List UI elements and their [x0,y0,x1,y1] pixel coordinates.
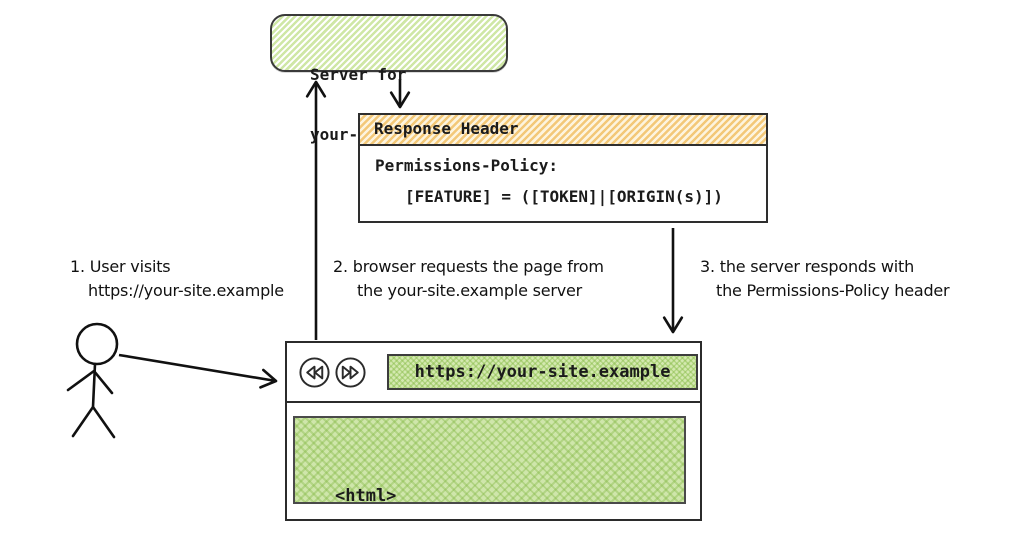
permissions-policy-line: Permissions-Policy: [375,156,559,175]
step3-line2: the Permissions-Policy header [716,281,950,300]
step3-label: 3. the server responds with the Permissi… [700,255,950,303]
forward-button [335,356,366,388]
browser-toolbar: https://your-site.example [287,343,700,403]
step3-line1: 3. the server responds with [700,257,915,276]
feature-token-line: [FEATURE] = ([TOKEN]|[ORIGIN(s)]) [405,187,723,206]
page-code-line1: <html> [335,486,397,506]
back-button [299,356,330,388]
url-text: https://your-site.example [414,362,671,382]
stick-figure-user [66,322,119,439]
user-head [75,322,119,366]
browser-window: https://your-site.example <html> // your… [285,341,702,521]
response-header-box: Response Header Permissions-Policy: [FEA… [358,113,768,223]
step1-label: 1. User visits https://your-site.example [70,255,284,303]
server-box: Server for your-site.example [270,14,508,144]
user-legs [71,404,116,439]
step1-line2: https://your-site.example [88,281,284,300]
response-header-body: Permissions-Policy: [FEATURE] = ([TOKEN]… [360,146,766,206]
server-label-line1: Server for [310,65,407,84]
step1-line1: 1. User visits [70,257,171,276]
forward-icon [335,356,366,388]
browser-content: <html> // your-site.example code [287,403,700,519]
response-header-title: Response Header [374,119,519,138]
back-icon [299,356,330,388]
user-arms [66,369,114,395]
response-header-titlebar: Response Header [360,115,766,146]
step2-line2: the your-site.example server [357,281,583,300]
url-bar: https://your-site.example [387,354,698,390]
user-to-browser-arrow [118,353,278,389]
step2-line1: 2. browser requests the page from [333,257,604,276]
step2-label: 2. browser requests the page from the yo… [333,255,604,303]
user-body [91,362,97,409]
page-code-box: <html> // your-site.example code [293,416,686,506]
